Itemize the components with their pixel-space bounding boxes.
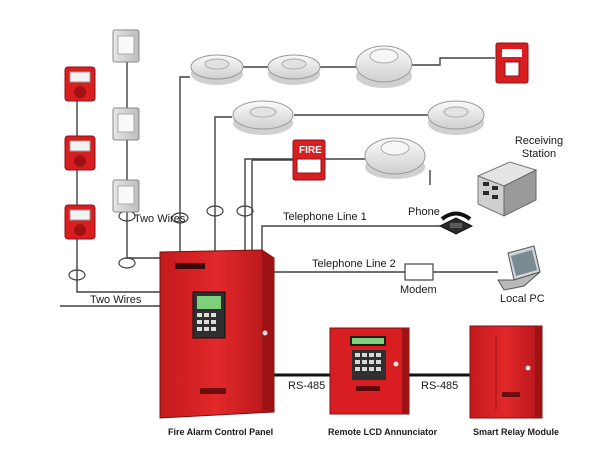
ring-marker <box>171 212 189 224</box>
receiving-station-label: Receiving Station <box>514 135 564 160</box>
ring-marker <box>118 257 136 269</box>
modem-box <box>404 263 434 281</box>
wiring <box>60 57 498 307</box>
manual-pull-station-icon <box>495 42 529 84</box>
fire-alarm-control-panel-label: Fire Alarm Control Panel <box>168 427 274 437</box>
two-wires-label-lower: Two Wires <box>90 294 142 306</box>
fire-alarm-control-panel <box>159 249 275 419</box>
laptop-icon <box>497 245 541 291</box>
rs485-right-label: RS-485 <box>421 380 459 392</box>
wall-speaker-icon <box>112 107 140 141</box>
wire-speaker-riser <box>126 60 160 259</box>
smart-relay-module-label: Smart Relay Module <box>473 427 560 437</box>
remote-lcd-annunciator <box>329 327 410 415</box>
horn-strobe-icon <box>64 135 96 171</box>
server-icon <box>476 161 538 217</box>
smart-relay-module <box>469 325 543 419</box>
wall-speaker-icon <box>112 179 140 213</box>
ring-marker <box>68 269 86 281</box>
rs485-left-label: RS-485 <box>288 380 326 392</box>
wire-top-row <box>243 57 495 68</box>
telephone-icon <box>438 211 474 235</box>
two-wires-label-upper: Two Wires <box>134 213 186 225</box>
telephone-line-1-label: Telephone Line 1 <box>283 211 367 223</box>
wall-speaker-icon <box>112 29 140 63</box>
wire-telephone-line-1 <box>261 225 440 253</box>
smoke-detector-icon <box>232 100 294 135</box>
smoke-detector-icon <box>427 100 485 135</box>
smoke-detector-icon <box>364 137 426 179</box>
wire-detector-loop-1 <box>179 76 190 253</box>
modem-label: Modem <box>400 284 437 296</box>
telephone-line-2-label: Telephone Line 2 <box>312 258 396 270</box>
horn-strobe-icon <box>64 204 96 240</box>
remote-lcd-annunciator-label: Remote LCD Annunciator <box>328 427 438 437</box>
ring-marker <box>236 205 254 217</box>
smoke-detector-icon <box>190 54 244 85</box>
wire-detector-loop-3 <box>244 158 300 253</box>
horn-strobe-icon <box>64 66 96 102</box>
manual-pull-station-icon <box>292 139 326 181</box>
ring-marker <box>206 205 224 217</box>
wire-detector-loop-2 <box>214 116 232 253</box>
fire-sign-label: FIRE <box>299 145 322 156</box>
wire-receiving-station <box>251 159 431 253</box>
phone-label: Phone <box>408 206 440 218</box>
local-pc-label: Local PC <box>500 293 545 305</box>
smoke-detector-icon <box>355 45 413 88</box>
smoke-detector-icon <box>267 54 321 85</box>
